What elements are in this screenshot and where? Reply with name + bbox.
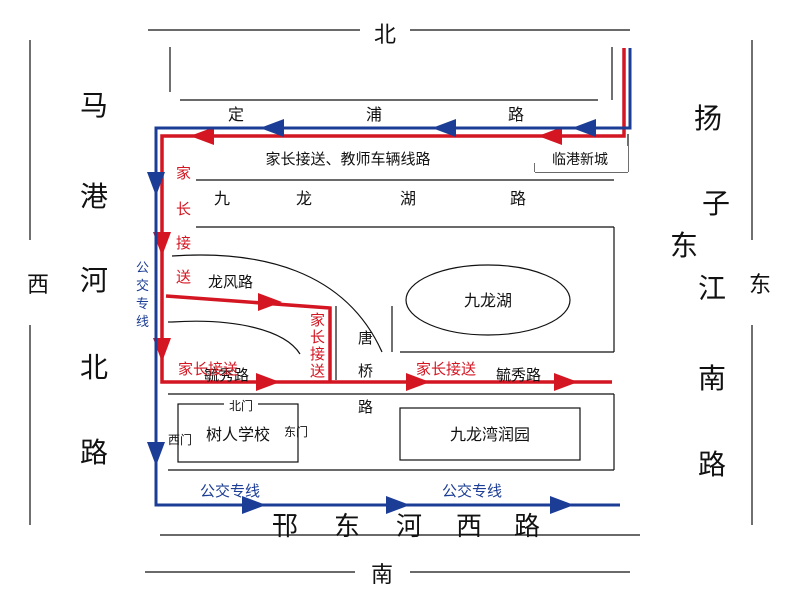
route-label-parent-pickup-v2: 家 长 接 送 [310, 311, 325, 380]
svg-text:湖: 湖 [400, 189, 416, 208]
svg-text:长: 长 [310, 328, 325, 346]
svg-text:路: 路 [508, 105, 524, 124]
road-label-tangqiao: 唐 桥 路 [358, 329, 373, 416]
road-label-magang: 马 港 河 北 路 [80, 89, 108, 469]
road-label-yangzijiang: 扬 子 东 江 南 路 [670, 102, 730, 481]
svg-text:港: 港 [80, 180, 108, 213]
road-label-yuxiu-left: 毓秀路 [204, 366, 249, 384]
svg-text:扬: 扬 [694, 102, 722, 135]
svg-text:唐: 唐 [358, 329, 373, 347]
svg-text:路: 路 [510, 189, 526, 208]
svg-text:路: 路 [698, 448, 726, 481]
svg-text:线: 线 [136, 315, 149, 330]
svg-text:龙: 龙 [296, 189, 312, 208]
svg-text:接: 接 [176, 234, 191, 252]
svg-text:家: 家 [176, 164, 191, 182]
place-label-jiulongwan: 九龙湾润园 [450, 425, 530, 444]
svg-text:路: 路 [514, 512, 540, 542]
svg-text:定: 定 [228, 105, 244, 124]
svg-text:西: 西 [456, 512, 482, 542]
compass-south: 南 [371, 563, 393, 588]
svg-text:桥: 桥 [358, 362, 373, 380]
school-gate-east: 东门 [284, 424, 308, 439]
bus-arrow [550, 496, 574, 514]
svg-text:路: 路 [80, 436, 108, 469]
svg-text:九: 九 [214, 189, 230, 208]
svg-text:河: 河 [80, 264, 108, 297]
bus-arrow [432, 119, 456, 137]
school-gate-west: 西门 [168, 432, 192, 447]
svg-text:子: 子 [702, 187, 730, 220]
parent-arrow [190, 127, 214, 145]
road-label-bidong: 邗 东 河 西 路 [272, 512, 540, 542]
svg-text:马: 马 [80, 89, 108, 122]
route-label-parent-pickup-v1: 家 长 接 送 [176, 164, 191, 286]
route-label-parent-teacher: 家长接送、教师车辆线路 [265, 150, 430, 168]
parent-arrow [256, 373, 280, 391]
svg-text:南: 南 [698, 362, 726, 395]
svg-text:路: 路 [358, 398, 373, 416]
route-label-bus-h2: 公交专线 [442, 482, 502, 500]
place-label-lake: 九龙湖 [464, 291, 512, 310]
bus-arrow [386, 496, 410, 514]
svg-text:送: 送 [176, 268, 191, 286]
route-label-bus-h1: 公交专线 [200, 482, 260, 500]
route-label-parent-pickup-h1: 家长接送 [178, 360, 238, 378]
compass-north: 北 [374, 23, 396, 48]
parent-arrow [538, 127, 562, 145]
svg-text:家: 家 [310, 311, 325, 329]
route-label-parent-pickup-h2: 家长接送 [416, 360, 476, 378]
route-label-bus-v: 公 交 专 线 [136, 261, 149, 330]
svg-text:浦: 浦 [366, 105, 382, 124]
bus-route [154, 48, 632, 507]
svg-text:邗: 邗 [272, 512, 298, 542]
svg-text:江: 江 [698, 272, 726, 305]
parent-arrow [554, 373, 578, 391]
road-label-yuxiu-right: 毓秀路 [496, 366, 541, 384]
school-gate-north: 北门 [229, 398, 253, 413]
bus-arrow [572, 119, 596, 137]
svg-text:专: 专 [136, 297, 149, 312]
bus-arrow [260, 119, 284, 137]
svg-text:长: 长 [176, 200, 191, 218]
compass-west: 西 [27, 273, 49, 298]
bus-arrow [147, 442, 165, 466]
svg-text:东: 东 [334, 512, 360, 542]
bus-arrow [147, 172, 165, 196]
bus-arrow [242, 496, 266, 514]
compass-east: 东 [749, 273, 771, 298]
svg-text:河: 河 [396, 512, 422, 542]
road-label-longfeng: 龙风路 [208, 273, 253, 291]
place-label-lingang: 临港新城 [552, 152, 608, 168]
road-outlines [29, 29, 753, 573]
parent-arrow [406, 373, 430, 391]
svg-text:东: 东 [670, 229, 698, 262]
place-label-school: 树人学校 [206, 425, 270, 444]
road-label-jiulonghu: 九 龙 湖 路 [214, 189, 526, 208]
svg-text:交: 交 [136, 278, 149, 294]
svg-text:接: 接 [310, 345, 325, 363]
bus-route-arrows [147, 119, 596, 514]
road-label-dingpu: 定 浦 路 [228, 105, 524, 124]
parent-route [160, 48, 626, 384]
svg-text:公: 公 [136, 261, 149, 276]
svg-text:送: 送 [310, 362, 325, 380]
svg-text:北: 北 [80, 351, 108, 384]
parent-arrow [258, 293, 282, 311]
